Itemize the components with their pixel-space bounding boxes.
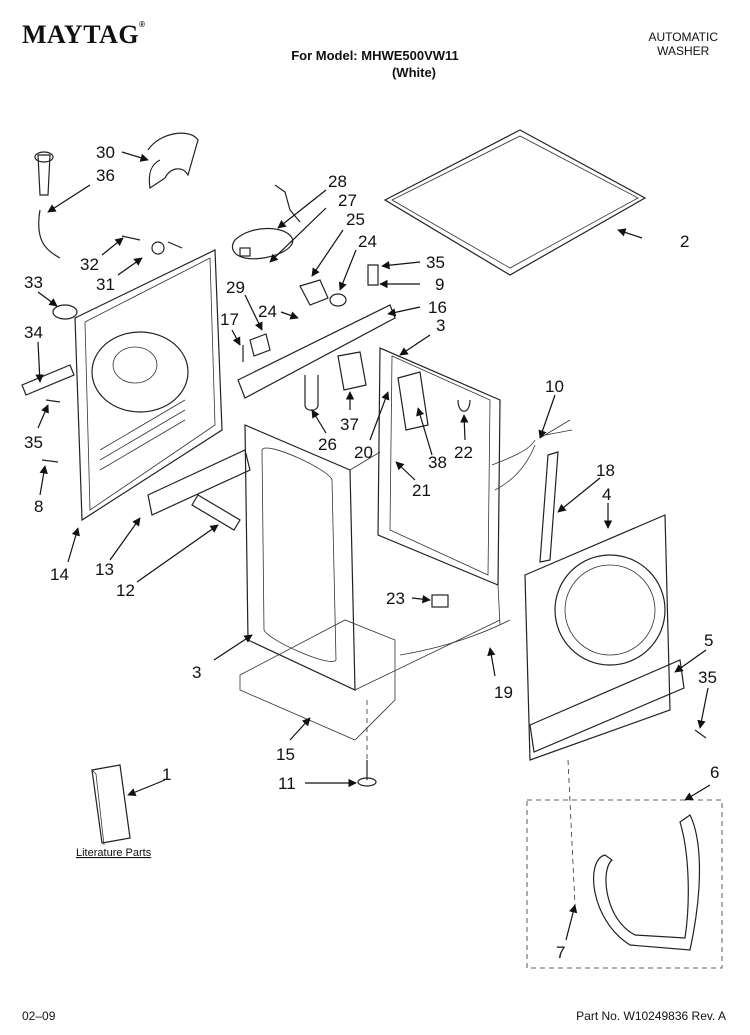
literature-parts-label: Literature Parts	[76, 847, 152, 859]
callout-27: 27	[338, 191, 357, 210]
product-type: AUTOMATIC WASHER	[648, 30, 718, 58]
callout-2: 2	[680, 232, 689, 251]
callout-16: 16	[428, 298, 447, 317]
part-number: Part No. W10249836 Rev. A	[576, 1009, 726, 1023]
callout-17: 17	[220, 310, 239, 329]
callout-37: 37	[340, 415, 359, 434]
leader-lines	[35, 151, 711, 941]
model-heading: For Model: MHWE500VW11 (White)	[0, 48, 750, 80]
callout-8: 8	[34, 497, 43, 516]
callout-1: 1	[162, 765, 171, 784]
callout-labels: 30 36 32 31 33 34 35 8 14 13 12 28 27 25…	[24, 143, 719, 962]
brand-logo: MAYTAG®	[22, 20, 146, 49]
callout-9: 9	[435, 275, 444, 294]
revision-date: 02–09	[22, 1009, 56, 1023]
callout-14: 14	[50, 565, 69, 584]
callout-3-rear: 3	[436, 316, 445, 335]
callout-22: 22	[454, 443, 473, 462]
model-number: For Model: MHWE500VW11	[291, 48, 459, 63]
callout-36: 36	[96, 166, 115, 185]
callout-23: 23	[386, 589, 405, 608]
callout-11: 11	[278, 774, 296, 793]
callout-28: 28	[328, 172, 347, 191]
callout-35-toe: 35	[698, 668, 717, 687]
callout-21: 21	[412, 481, 431, 500]
parts-artwork	[21, 129, 723, 969]
callout-18: 18	[596, 461, 615, 480]
callout-6: 6	[710, 763, 719, 782]
callout-20: 20	[354, 443, 373, 462]
callout-31: 31	[96, 275, 115, 294]
callout-3-front: 3	[192, 663, 201, 682]
callout-24-upper: 24	[358, 232, 377, 251]
callout-13: 13	[95, 560, 114, 579]
callout-38: 38	[428, 453, 447, 472]
callout-15: 15	[276, 745, 295, 764]
product-type-line2: WASHER	[657, 44, 710, 58]
callout-35-valve: 35	[426, 253, 445, 272]
callout-19: 19	[494, 683, 513, 702]
product-type-line1: AUTOMATIC	[648, 30, 718, 44]
callout-12: 12	[116, 581, 135, 600]
callout-35-rear: 35	[24, 433, 43, 452]
callout-10: 10	[545, 377, 564, 396]
callout-24-lower: 24	[258, 302, 277, 321]
callout-4: 4	[602, 485, 611, 504]
model-color: (White)	[391, 65, 437, 80]
callout-25: 25	[346, 210, 365, 229]
callout-33: 33	[24, 273, 43, 292]
callout-32: 32	[80, 255, 99, 274]
callout-5: 5	[704, 631, 713, 650]
callout-7: 7	[556, 943, 565, 962]
callout-26: 26	[318, 435, 337, 454]
callout-30: 30	[96, 143, 115, 162]
callout-29: 29	[226, 278, 245, 297]
callout-34: 34	[24, 323, 43, 342]
